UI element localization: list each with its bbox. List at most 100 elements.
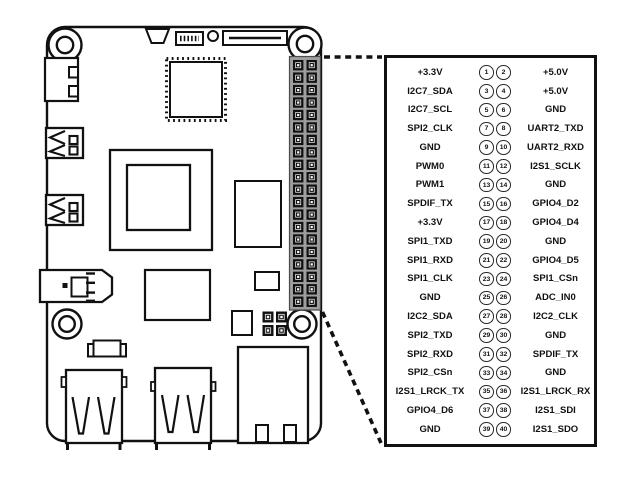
pin-number-odd: 35 [479, 384, 494, 400]
pin-number-even: 18 [496, 215, 511, 231]
pin-number-odd: 1 [479, 65, 494, 80]
pin-number-even: 10 [496, 140, 511, 155]
pin-right-label: I2S1_LRCK_RX [520, 386, 591, 398]
pin-number-even: 22 [496, 253, 511, 268]
ram-chip-icon [234, 180, 282, 248]
pin-right-label: GPIO4_D5 [532, 254, 579, 266]
pin-number-odd: 39 [479, 422, 494, 437]
pin-left-label: I2C7_SDA [407, 85, 453, 97]
pin-right-label: UART2_RXD [526, 141, 584, 153]
pin-number-odd: 33 [479, 365, 494, 381]
small-chip-a-icon [254, 271, 280, 291]
ribbon-connector-icon [175, 31, 204, 46]
pin-number-odd: 19 [479, 234, 494, 249]
pin-left-label: GND [419, 423, 441, 435]
pin-number-odd: 23 [479, 271, 494, 287]
pin-left-label: SPI1_CLK [407, 273, 453, 285]
pin-left-label: SPI2_RXD [407, 348, 453, 360]
led-icon [207, 30, 219, 42]
pin-right-label: GND [544, 104, 567, 116]
usb-stack-1-icon [60, 368, 128, 450]
pin-number-odd: 3 [479, 84, 494, 99]
pin-right-label: I2C2_CLK [533, 310, 578, 322]
pin-number-even: 12 [496, 159, 511, 174]
pin-number-even: 16 [496, 196, 511, 212]
ethernet-port-icon [236, 345, 310, 445]
mounting-hole-topright-icon [287, 26, 323, 62]
mounting-hole-bottomright-icon [286, 308, 318, 340]
pin-right-label: GND [544, 329, 567, 341]
qfp-chip-icon [165, 57, 227, 122]
pin-left-label: +3.3V [417, 217, 443, 229]
board-diagram [38, 25, 383, 450]
usb-port-left-2-icon [44, 193, 85, 227]
pin-number-odd: 15 [479, 196, 494, 212]
pin-number-odd: 17 [479, 215, 494, 231]
mounting-hole-topleft-icon [47, 27, 83, 63]
pin-number-even: 32 [496, 347, 511, 362]
pin-number-even: 8 [496, 121, 511, 137]
usb-plug-left-icon [38, 268, 114, 304]
pin-right-label: I2S1_SDO [532, 423, 579, 435]
pin-left-label: GND [419, 141, 441, 153]
pin-number-even: 30 [496, 328, 511, 343]
pin-left-label: +3.3V [417, 66, 443, 78]
mounting-hole-bottomleft-icon [51, 308, 83, 340]
pin-number-even: 36 [496, 384, 511, 400]
pin-number-odd: 25 [479, 290, 494, 306]
pin-left-label: SPI2_CLK [407, 123, 453, 135]
pin-left-label: SPI1_TXD [407, 235, 453, 247]
pin-left-label: GPIO4_D6 [406, 404, 454, 416]
usb-stack-2-icon [150, 366, 217, 450]
oscillator-icon [87, 339, 127, 358]
pin-number-even: 20 [496, 234, 511, 249]
soc-chip-icon [108, 148, 214, 252]
pin-number-odd: 11 [479, 159, 494, 174]
pin-left-label: SPI2_TXD [407, 329, 453, 341]
pin-number-even: 40 [496, 422, 511, 437]
pin-right-label: SPDIF_TX [532, 348, 579, 360]
pin-left-label: I2C2_SDA [407, 310, 453, 322]
pin-number-even: 2 [496, 65, 511, 80]
pin-left-label: PWM0 [415, 160, 445, 172]
pin-number-even: 34 [496, 365, 511, 381]
fpc-connector-icon [222, 30, 288, 46]
pin-number-even: 24 [496, 271, 511, 287]
pin-number-even: 38 [496, 403, 511, 418]
pin-right-label: GND [544, 179, 567, 191]
pin-left-label: SPDIF_TX [407, 198, 453, 210]
gpio-header-icon [288, 55, 322, 311]
